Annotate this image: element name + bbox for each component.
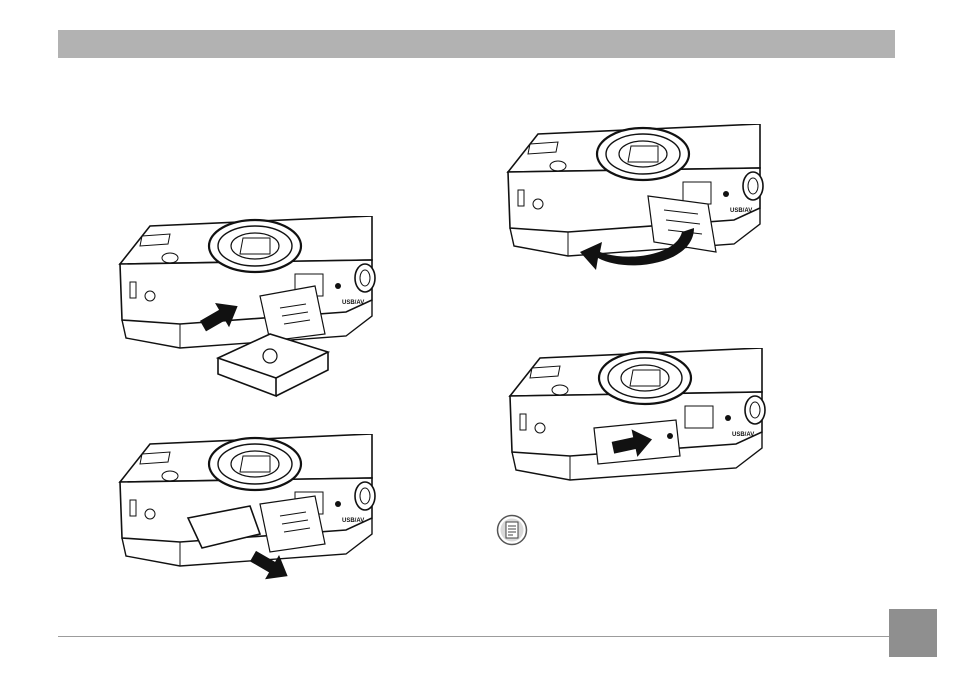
illustration-push-battery [110, 434, 390, 584]
illustration-close-cover [498, 124, 778, 284]
battery-icon [218, 334, 328, 396]
camera-icon [120, 434, 375, 566]
camera-icon [120, 216, 375, 348]
page-number-tab [889, 609, 937, 657]
illustration-insert-battery [110, 216, 390, 406]
note-icon [496, 514, 528, 546]
footer-rule [58, 636, 890, 637]
camera-icon [508, 124, 763, 256]
illustration-lock-cover [500, 348, 780, 498]
header-bar [58, 30, 895, 58]
